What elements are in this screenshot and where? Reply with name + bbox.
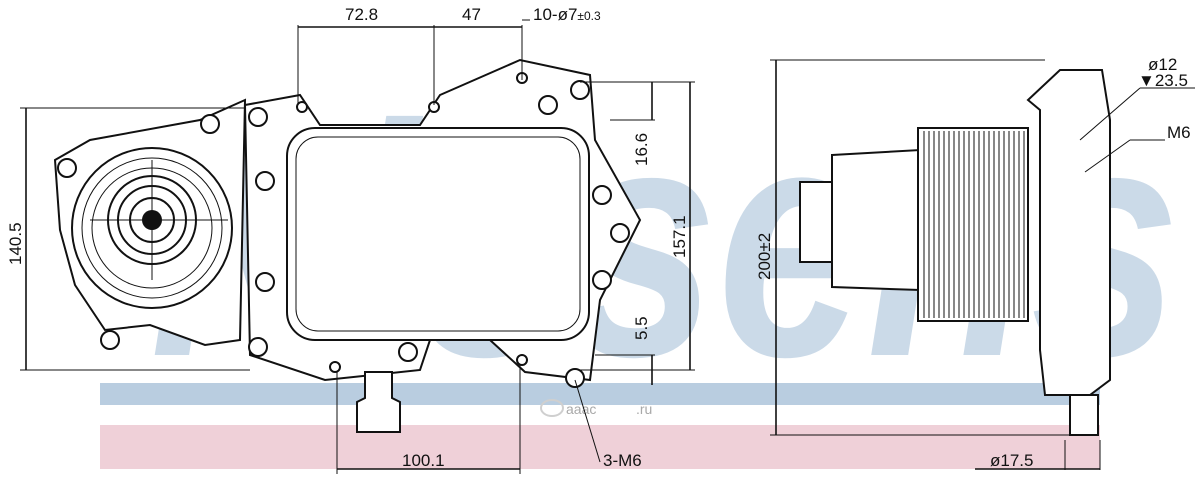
- dim-phi-12: ø12: [1148, 55, 1177, 74]
- side-dimension-lines: [770, 59, 1195, 470]
- bolt-hole: [248, 107, 268, 127]
- dim-5-5: 5.5: [632, 316, 651, 340]
- dim-hole-count: 10-ø7±0.3: [533, 5, 601, 24]
- bolt-hole: [248, 337, 268, 357]
- bolt-hole: [255, 171, 275, 191]
- dimension-labels: 72.8 47 10-ø7±0.3 16.6 157.1 5.5 140.5 1…: [6, 5, 1191, 470]
- bolt-hole: [565, 368, 585, 388]
- logo-text: ааас: [566, 401, 596, 417]
- logo-suffix: .ru: [636, 401, 652, 417]
- dim-100-1: 100.1: [402, 451, 445, 470]
- bolt-hole: [570, 80, 590, 100]
- front-dimension-lines: [20, 19, 695, 474]
- dim-depth-23-5: ▼23.5: [1138, 71, 1188, 90]
- small-hole: [296, 101, 308, 113]
- filter-canister: [831, 148, 921, 292]
- bolt-hole: [610, 223, 630, 243]
- dim-hole-prefix: 10-ø7: [533, 5, 577, 24]
- dim-16-6: 16.6: [632, 133, 651, 166]
- filter-ring-2: [81, 157, 223, 299]
- bolt-hole: [398, 342, 418, 362]
- dim-phi-17-5: ø17.5: [990, 451, 1033, 470]
- dim-47: 47: [462, 5, 481, 24]
- watermark-pink-band: [100, 425, 1100, 469]
- bolt-holes: [57, 72, 630, 388]
- side-view: [770, 59, 1195, 470]
- oil-gasket-inner: [295, 136, 581, 332]
- bolt-hole: [100, 330, 120, 350]
- bolt-hole: [538, 95, 558, 115]
- bolt-hole: [57, 158, 77, 178]
- dim-hole-tolerance: ±0.3: [577, 9, 601, 23]
- dim-157-1: 157.1: [670, 215, 689, 258]
- oil-gasket-outer: [286, 127, 590, 341]
- bolt-hole: [592, 185, 612, 205]
- coolant-outlet-pipe: [356, 371, 401, 433]
- side-mounting-plate: [1026, 69, 1111, 396]
- dim-3-m6: 3-M6: [603, 451, 642, 470]
- dim-140-5: 140.5: [6, 222, 25, 265]
- bolt-hole: [255, 272, 275, 292]
- filter-cap: [799, 181, 833, 263]
- finned-cooler-body: [917, 127, 1029, 322]
- front-view: [20, 19, 695, 474]
- cooler-fins: [923, 131, 1025, 318]
- watermark-blue-bar: [100, 383, 1100, 405]
- watermark-logo: ааас .ru: [540, 399, 652, 417]
- side-outlet-pipe: [1069, 394, 1099, 436]
- dim-200: 200±2: [755, 233, 774, 280]
- logo-oval: [540, 399, 564, 417]
- bolt-hole: [592, 270, 612, 290]
- dim-m6: M6: [1167, 123, 1191, 142]
- bolt-hole: [200, 114, 220, 134]
- dim-72-8: 72.8: [345, 5, 378, 24]
- small-hole: [329, 361, 341, 373]
- small-hole: [516, 354, 528, 366]
